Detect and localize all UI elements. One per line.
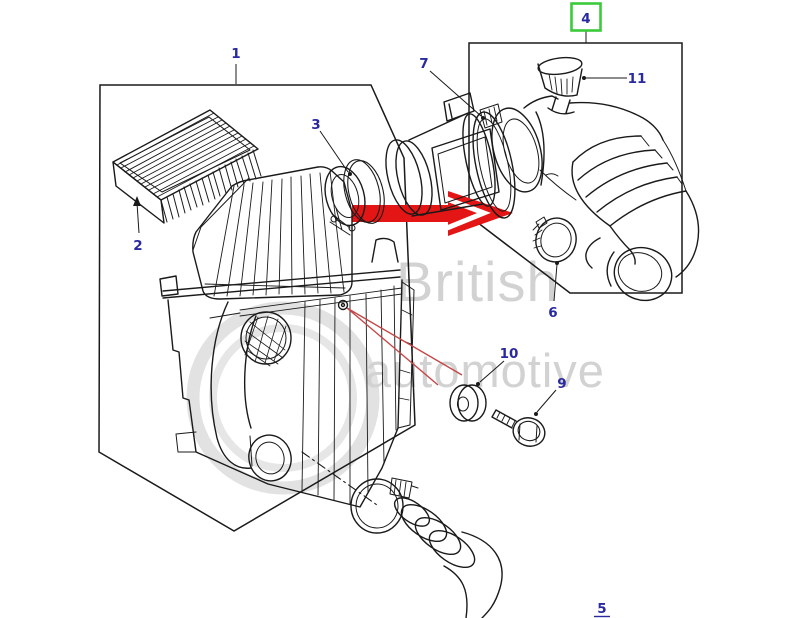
airbox-outlet bbox=[248, 434, 292, 482]
group-box-1 bbox=[98, 84, 416, 532]
callout-7[interactable]: 7 bbox=[419, 56, 428, 72]
airflow-sensor bbox=[385, 92, 500, 217]
air-filter-element bbox=[112, 109, 262, 224]
hose-clamp-6 bbox=[532, 216, 577, 263]
callout-leaders bbox=[136, 31, 627, 413]
lid-clamp-ring bbox=[343, 159, 385, 224]
callout-3[interactable]: 3 bbox=[311, 117, 320, 133]
red-annotation-lines bbox=[346, 307, 463, 386]
callout-9[interactable]: 9 bbox=[557, 376, 566, 392]
washer bbox=[449, 384, 487, 422]
watermark-line2: automotive bbox=[365, 344, 605, 397]
airbox-lid bbox=[192, 159, 385, 300]
watermark-text: British automotive bbox=[365, 250, 605, 397]
lower-hose-clamp bbox=[301, 451, 419, 534]
callout-1[interactable]: 1 bbox=[231, 46, 240, 62]
leader-arrowhead-2 bbox=[133, 196, 141, 206]
callout-11[interactable]: 11 bbox=[628, 71, 647, 87]
callout-5[interactable]: 5 bbox=[597, 601, 606, 617]
leader-dots bbox=[133, 76, 586, 416]
bellows bbox=[571, 135, 687, 227]
mounting-hole bbox=[337, 299, 349, 311]
grille bbox=[240, 311, 292, 367]
breather-cap bbox=[537, 56, 583, 115]
intake-hose bbox=[491, 56, 700, 302]
lid-clamp-screws bbox=[329, 207, 356, 236]
watermark-line1: British bbox=[396, 250, 559, 313]
selected-callout-box bbox=[570, 2, 602, 32]
flange-bolt bbox=[491, 409, 546, 447]
group-box-4 bbox=[468, 42, 683, 294]
callout-4[interactable]: 4 bbox=[581, 11, 590, 27]
callout-6[interactable]: 6 bbox=[548, 305, 557, 321]
callout-10[interactable]: 10 bbox=[500, 346, 519, 362]
outlet-hose bbox=[393, 497, 503, 618]
callouts: 1 2 3 4 5 6 7 9 10 11 bbox=[133, 2, 647, 618]
airbox-body bbox=[159, 237, 415, 508]
callout-2[interactable]: 2 bbox=[133, 238, 142, 254]
